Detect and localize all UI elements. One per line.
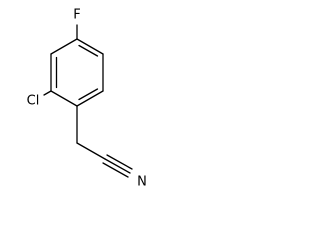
ring-bond-c1-c2 (50, 38, 78, 55)
bond-c3-chlorine (43, 90, 52, 96)
atom-label-nitrogen: N (137, 175, 147, 190)
atom-label-chlorine: Cl (27, 94, 40, 109)
ring-bond-c4-c5 (76, 90, 104, 107)
nitrile-triple-bond-line-2 (104, 158, 131, 174)
ring-double-bond-c4-c5 (78, 88, 99, 101)
ring-bond-c3-c4 (50, 90, 78, 107)
ring-bond-c6-c1 (76, 38, 104, 55)
nitrile-triple-bond-line-1 (106, 154, 133, 170)
nitrile-triple-bond-line-3 (102, 162, 129, 178)
structure-diagram: F Cl N (27, 8, 147, 190)
bond-ch2-nitrile-carbon (76, 142, 106, 160)
atom-label-fluorine: F (73, 8, 80, 23)
ring-double-bond-c6-c1 (78, 44, 99, 57)
